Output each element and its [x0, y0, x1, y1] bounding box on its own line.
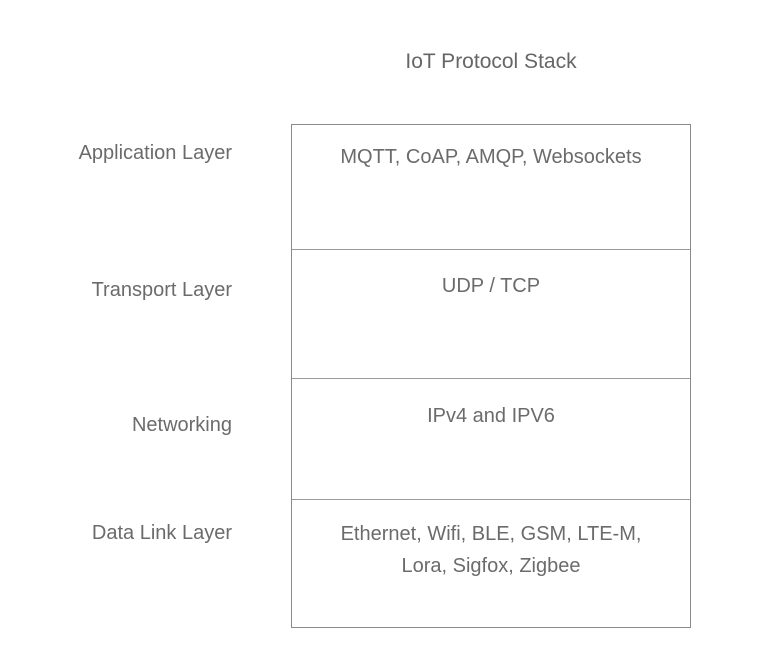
layer-label-application: Application Layer [78, 142, 232, 164]
layer-label-data-link: Data Link Layer [91, 522, 232, 544]
layer-protocols: UDP / TCP [441, 275, 541, 297]
layer-box-data-link: Ethernet, Wifi, BLE, GSM, LTE-M, Lora, S… [292, 499, 690, 627]
layer-protocols: Ethernet, Wifi, BLE, GSM, LTE-M, [340, 523, 642, 545]
layer-protocols: IPv4 and IPV6 [427, 405, 555, 427]
layer-box-application: MQTT, CoAP, AMQP, Websockets [292, 125, 690, 249]
layer-label-networking: Networking [131, 414, 232, 436]
diagram-title: IoT Protocol Stack [405, 50, 577, 73]
protocol-stack: MQTT, CoAP, AMQP, Websockets UDP / TCP I… [291, 124, 691, 628]
layer-protocols: MQTT, CoAP, AMQP, Websockets [340, 146, 642, 168]
layer-box-networking: IPv4 and IPV6 [292, 378, 690, 499]
layer-box-transport: UDP / TCP [292, 249, 690, 378]
layer-label-transport: Transport Layer [91, 279, 232, 301]
layer-protocols-line2: Lora, Sigfox, Zigbee [401, 555, 581, 577]
